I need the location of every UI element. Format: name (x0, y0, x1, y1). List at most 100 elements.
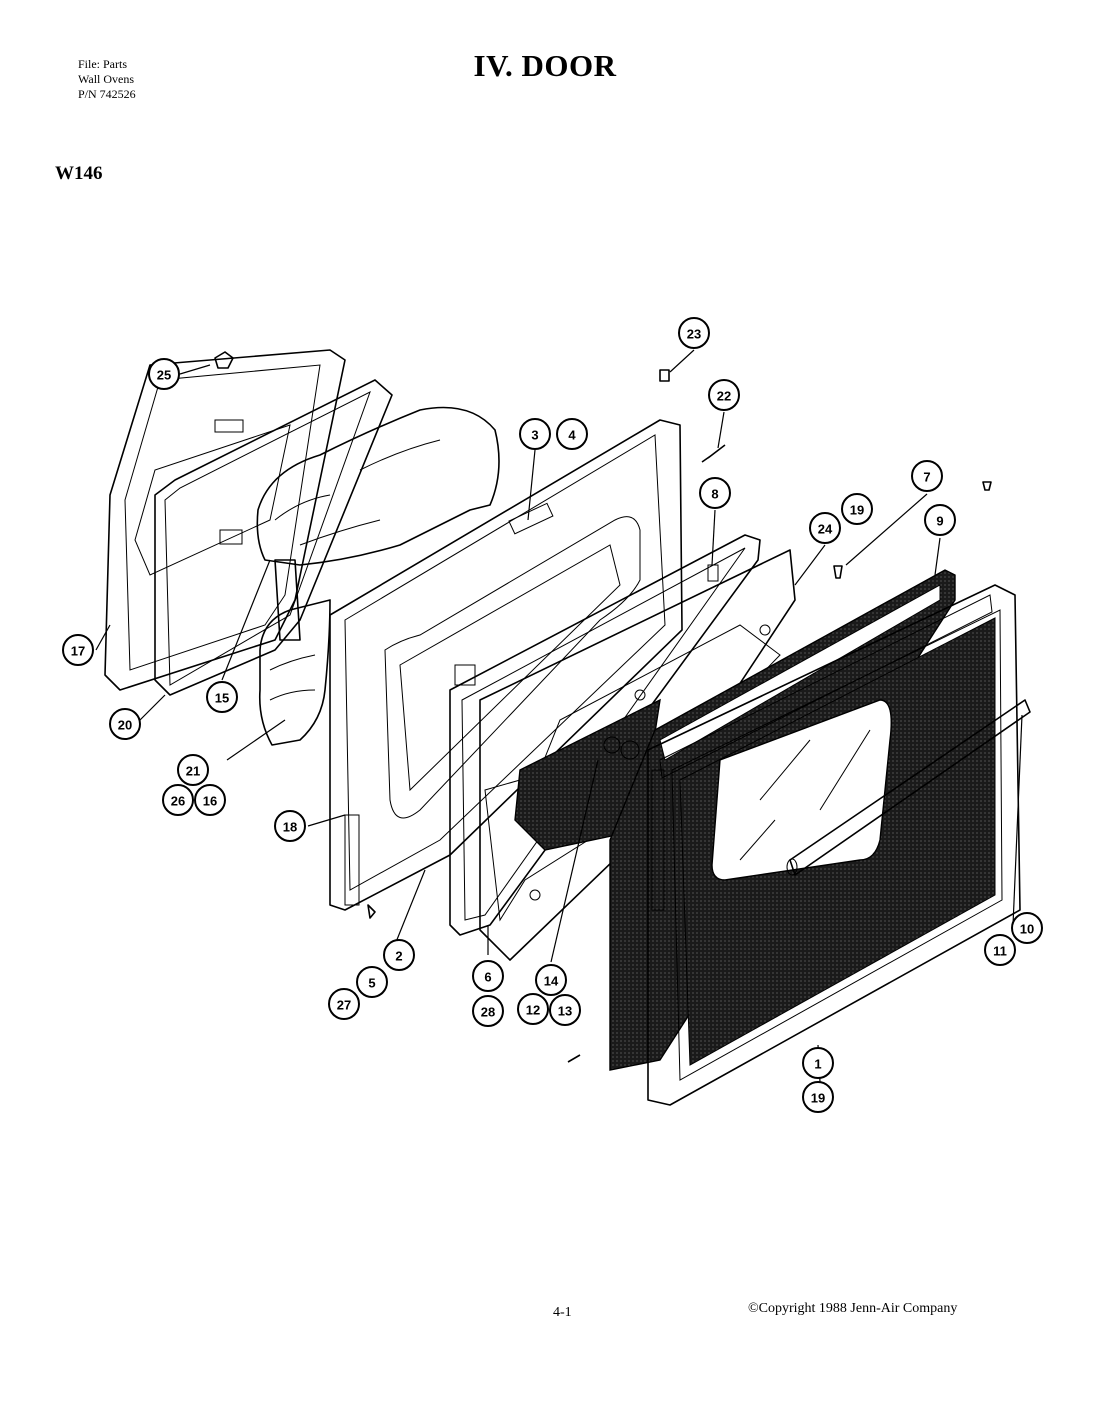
callout-circle (699, 477, 731, 509)
callout-circle (177, 754, 209, 786)
part-callout: 18 (274, 810, 306, 842)
callout-circle (802, 1047, 834, 1079)
part-callout: 15 (206, 681, 238, 713)
callout-label: 28 (481, 1005, 495, 1020)
page-title: IV. DOOR (473, 48, 617, 83)
part-callout: 16 (194, 784, 226, 816)
part-callout: 14 (535, 964, 567, 996)
callout-label: 19 (811, 1091, 825, 1106)
inner-door-panel (329, 419, 683, 911)
part-callout: 7 (911, 460, 943, 492)
callout-label: 6 (484, 970, 491, 985)
callout-circle (472, 960, 504, 992)
rear-inner-frame (104, 349, 346, 691)
leader-lines (95, 349, 1023, 1083)
callout-label: 25 (157, 368, 171, 383)
callout-circle (802, 1081, 834, 1113)
callout-circle (1011, 912, 1043, 944)
part-callout: 12 (517, 993, 549, 1025)
callout-circle (556, 418, 588, 450)
door-gasket (154, 379, 393, 696)
callout-circle (274, 810, 306, 842)
callout-circle (841, 493, 873, 525)
part-callout: 10 (1011, 912, 1043, 944)
callout-circle (109, 708, 141, 740)
outer-door-frame (647, 584, 1021, 1106)
part-callout: 6 (472, 960, 504, 992)
callout-circle (519, 418, 551, 450)
callout-label: 17 (71, 644, 85, 659)
part-callout: 22 (708, 379, 740, 411)
part-callout: 17 (62, 634, 94, 666)
callout-label: 12 (526, 1003, 540, 1018)
callout-label: 4 (568, 428, 576, 443)
part-callout: 25 (148, 358, 180, 390)
callout-label: 23 (687, 327, 701, 342)
part-callout: 28 (472, 995, 504, 1027)
callout-label: 27 (337, 998, 351, 1013)
callout-label: 1 (814, 1057, 821, 1072)
part-callout: 26 (162, 784, 194, 816)
file-info: File: Parts Wall Ovens P/N 742526 (78, 57, 136, 102)
file-info-line: Wall Ovens (78, 72, 135, 86)
file-info-line: File: Parts (78, 57, 128, 71)
callout-label: 19 (850, 503, 864, 518)
callout-label: 11 (993, 944, 1007, 959)
callout-circle (924, 504, 956, 536)
callout-label: 8 (711, 487, 718, 502)
callout-circle (328, 988, 360, 1020)
callout-circle (984, 934, 1016, 966)
callout-label: 20 (118, 718, 132, 733)
part-callout: 13 (549, 994, 581, 1026)
part-callout: 19 (841, 493, 873, 525)
part-callout: 20 (109, 708, 141, 740)
file-info-line: P/N 742526 (78, 87, 136, 101)
part-callout: 5 (356, 966, 388, 998)
page-number: 4-1 (553, 1305, 572, 1320)
part-callout: 11 (984, 934, 1016, 966)
callout-circle (535, 964, 567, 996)
model-number: W146 (55, 163, 103, 184)
callout-circle (809, 512, 841, 544)
callout-circle (356, 966, 388, 998)
callout-circle (517, 993, 549, 1025)
part-callout: 19 (802, 1081, 834, 1113)
part-callout: 2 (383, 939, 415, 971)
part-callout: 4 (556, 418, 588, 450)
callout-label: 18 (283, 820, 297, 835)
part-callout: 24 (809, 512, 841, 544)
callout-label: 14 (544, 974, 559, 989)
part-callout: 23 (678, 317, 710, 349)
callout-label: 9 (936, 514, 943, 529)
part-callout: 3 (519, 418, 551, 450)
callout-label: 21 (186, 764, 200, 779)
part-callout: 9 (924, 504, 956, 536)
part-callout: 8 (699, 477, 731, 509)
callout-circle (911, 460, 943, 492)
callout-circle (206, 681, 238, 713)
callout-circle (472, 995, 504, 1027)
callout-label: 16 (203, 794, 217, 809)
callout-label: 10 (1020, 922, 1034, 937)
callout-label: 3 (531, 428, 538, 443)
door-handle (786, 699, 1031, 876)
insulation-upper (256, 406, 500, 566)
callout-label: 26 (171, 794, 185, 809)
callout-label: 7 (923, 470, 930, 485)
part-callout: 1 (802, 1047, 834, 1079)
callout-circle (194, 784, 226, 816)
hardware-screws (214, 351, 992, 1063)
callout-circle (383, 939, 415, 971)
callout-label: 2 (395, 949, 402, 964)
callout-label: 15 (215, 691, 229, 706)
callout-circle (708, 379, 740, 411)
part-callout: 21 (177, 754, 209, 786)
copyright-notice: ©Copyright 1988 Jenn-Air Company (748, 1301, 958, 1316)
callout-circle (148, 358, 180, 390)
callout-circle (162, 784, 194, 816)
callout-label: 24 (818, 522, 833, 537)
callout-label: 22 (717, 389, 731, 404)
